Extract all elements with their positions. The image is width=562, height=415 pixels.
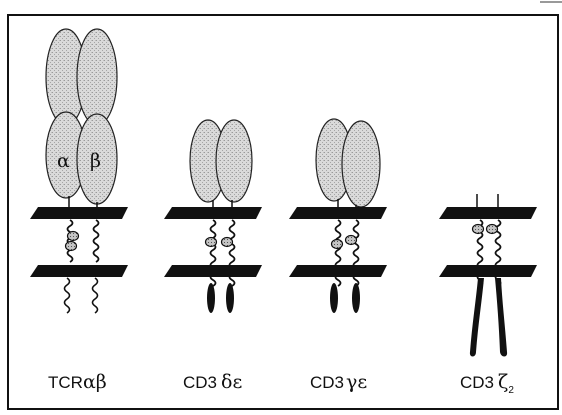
motif-icon bbox=[222, 238, 233, 247]
epsilon-domain bbox=[216, 120, 252, 202]
epsilon-cytoplasmic-tail bbox=[352, 283, 360, 313]
cd3-zeta-dimer-complex bbox=[439, 194, 537, 357]
outer-membrane-plane bbox=[289, 207, 387, 219]
cd3-delta-epsilon-complex bbox=[164, 120, 262, 313]
motif-icon bbox=[332, 240, 343, 249]
inner-membrane-plane bbox=[439, 265, 537, 277]
beta-chain-label: β bbox=[90, 150, 101, 172]
gamma-cytoplasmic-tail bbox=[330, 283, 338, 313]
inner-membrane-plane bbox=[30, 265, 128, 277]
motif-icon bbox=[206, 238, 217, 247]
complex-label-tcr: TCRαβ bbox=[48, 371, 107, 393]
outer-membrane-plane bbox=[30, 207, 128, 219]
delta-cytoplasmic-tail bbox=[207, 283, 215, 313]
epsilon-cytoplasmic-tail bbox=[226, 283, 234, 313]
motif-icon bbox=[68, 232, 79, 241]
cd3-gamma-epsilon-complex bbox=[289, 119, 387, 313]
zeta-cytoplasmic-tail bbox=[495, 278, 507, 357]
motif-icon bbox=[487, 225, 498, 234]
outer-membrane-plane bbox=[164, 207, 262, 219]
outer-membrane-plane bbox=[439, 207, 537, 219]
beta-variable-domain bbox=[77, 29, 117, 125]
epsilon-domain bbox=[342, 121, 380, 207]
motif-icon bbox=[346, 236, 357, 245]
inner-membrane-plane bbox=[289, 265, 387, 277]
motif-icon bbox=[66, 242, 77, 251]
alpha-chain-label: α bbox=[57, 150, 70, 172]
motif-icon bbox=[473, 225, 484, 234]
zeta-cytoplasmic-tail bbox=[470, 278, 484, 357]
tcr-alpha-beta-complex: α β bbox=[30, 29, 128, 313]
inner-membrane-plane bbox=[164, 265, 262, 277]
